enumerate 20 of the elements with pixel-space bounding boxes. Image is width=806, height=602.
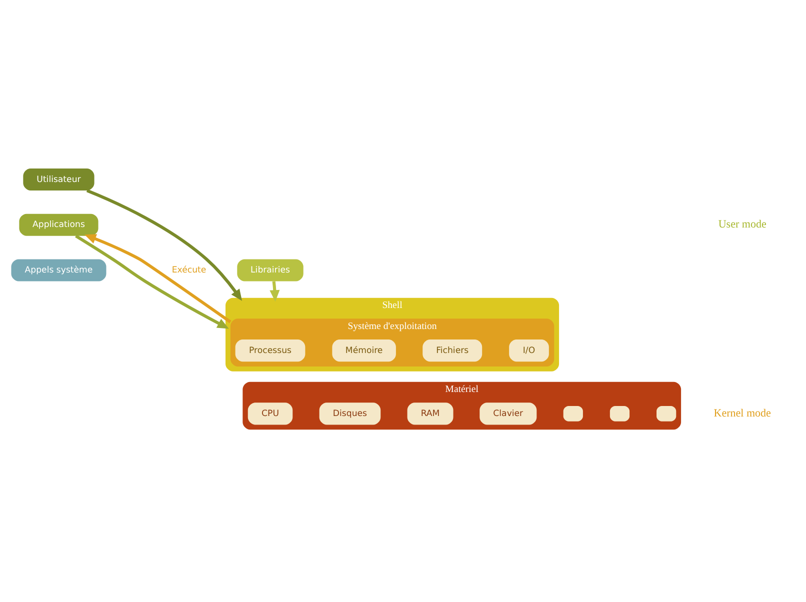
node-box: Appels système <box>11 258 106 281</box>
node-box: Clavier <box>480 402 537 424</box>
arrow <box>86 188 242 300</box>
node-box <box>563 406 583 421</box>
arrow <box>270 280 280 302</box>
node-box: Disques <box>319 402 381 424</box>
node-box <box>656 406 676 421</box>
node-box: I/O <box>509 339 549 362</box>
node-box: Librairies <box>237 258 304 281</box>
node-box: RAM <box>407 402 454 424</box>
node-box: Processus <box>235 339 306 362</box>
node-box: Mémoire <box>332 339 396 362</box>
label: Kernel mode <box>714 406 771 419</box>
node-box: Fichiers <box>422 339 482 362</box>
node-box <box>610 406 630 421</box>
node-box: CPU <box>248 402 293 424</box>
label: User mode <box>718 218 766 230</box>
edge-label: Exécute <box>172 265 206 275</box>
node-box: Utilisateur <box>23 168 94 190</box>
node-box: Applications <box>19 213 98 236</box>
